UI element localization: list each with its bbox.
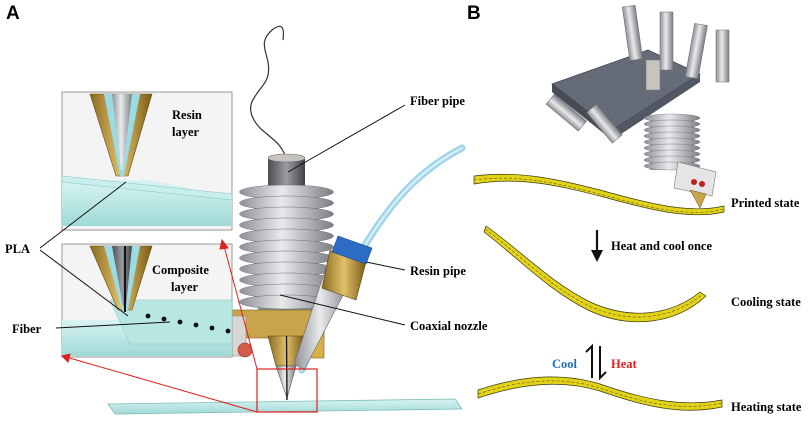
build-plate xyxy=(107,398,463,415)
strip-heating xyxy=(477,376,723,411)
cool-label: Cool xyxy=(552,357,577,371)
embedded-fiber-dot xyxy=(193,322,199,328)
embedded-fiber-dot xyxy=(161,316,167,322)
resin-layer-label-line2: layer xyxy=(172,125,200,139)
printed-state-label: Printed state xyxy=(731,196,800,210)
fiber-pipe-label: Fiber pipe xyxy=(410,94,465,108)
heating-state-label: Heating state xyxy=(731,400,802,414)
panel-label-a: A xyxy=(6,3,20,24)
composite-layer-label-line2: layer xyxy=(171,280,199,294)
embedded-fiber-dot xyxy=(145,313,151,319)
fiber-label: Fiber xyxy=(12,322,42,336)
coaxial-nozzle-label: Coaxial nozzle xyxy=(410,319,488,333)
strip-printed xyxy=(473,173,725,216)
zoom-connectors xyxy=(61,238,258,413)
resin-layer-label-line1: Resin xyxy=(172,108,202,122)
strip-cooling xyxy=(483,225,707,323)
nozzle-highlight-box xyxy=(256,368,318,413)
arrow-cool-heat xyxy=(585,343,607,381)
arrow-heat-cool-once xyxy=(591,230,603,262)
cooling-state-label: Cooling state xyxy=(731,295,801,309)
heat-cool-once-label: Heat and cool once xyxy=(611,239,713,253)
fiber-pipe xyxy=(267,153,306,188)
fiber-wire xyxy=(250,25,287,161)
leader-lines xyxy=(39,104,406,329)
heat-sink xyxy=(239,184,334,310)
embedded-fiber-dot xyxy=(177,319,183,325)
inset-resin-layer xyxy=(61,91,233,231)
composite-layer-label-line1: Composite xyxy=(152,263,209,277)
inset-composite-layer xyxy=(61,243,233,358)
coaxial-nozzle xyxy=(267,335,305,401)
panel-label-b: B xyxy=(467,3,481,24)
heat-label: Heat xyxy=(611,357,637,371)
pla-label: PLA xyxy=(5,242,30,256)
embedded-fiber-dot xyxy=(209,325,215,331)
printer-head xyxy=(545,5,730,209)
resin-pipe-label: Resin pipe xyxy=(410,264,466,278)
resin-pipe xyxy=(293,144,466,374)
embedded-fiber-dot xyxy=(225,328,231,334)
